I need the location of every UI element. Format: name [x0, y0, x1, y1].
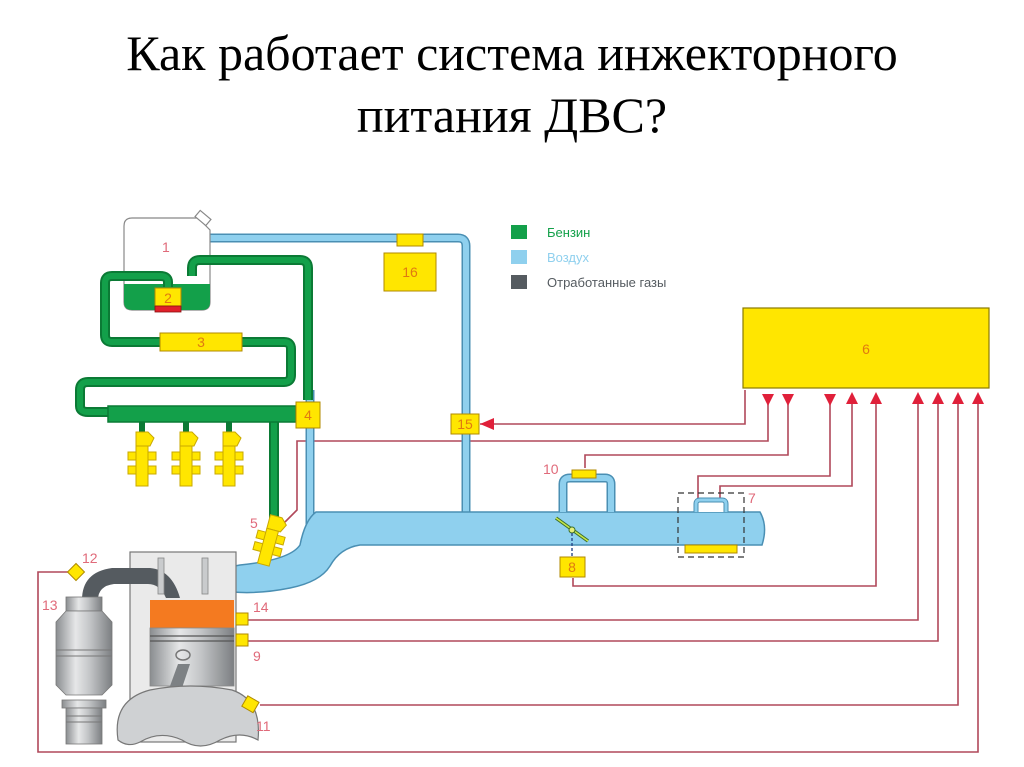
- throttle-valve: [554, 516, 590, 556]
- title-line-1: Как работает система инжекторного: [126, 25, 898, 81]
- fuel-filter: 3: [159, 332, 243, 352]
- sensor-11: [241, 695, 260, 714]
- wire-9-to-ecu: [248, 395, 939, 642]
- pressure-regulator: 4: [295, 401, 321, 429]
- wire-12-to-ecu: [37, 395, 979, 753]
- sensor-14: [235, 612, 249, 626]
- exhaust-manifold: [82, 568, 180, 600]
- legend: Бензин Воздух Отработанные газы: [511, 225, 666, 290]
- legend-item-fuel: Бензин: [511, 225, 590, 240]
- wire-ecu-to-5: [284, 395, 769, 523]
- arrow-in-4: [932, 392, 944, 404]
- wire-14-to-ecu: [248, 395, 919, 621]
- fuel-pump: 2: [154, 287, 182, 313]
- number-labels: 1 5 7 9 10 11 12 13 14: [42, 239, 756, 734]
- signal-wiring: [37, 390, 979, 753]
- wire-ecu-to-15: [480, 390, 746, 425]
- sensor-9: [235, 633, 249, 647]
- wire-ecu-to-7a: [697, 395, 831, 500]
- legend-swatch-exhaust: [511, 275, 527, 289]
- arrow-in-2: [870, 392, 882, 404]
- label-10: 10: [543, 461, 559, 477]
- label-6: 6: [862, 341, 870, 357]
- slide-title: Как работает система инжекторного питани…: [0, 22, 1024, 146]
- piston-body: [149, 627, 235, 687]
- legend-item-air: Воздух: [511, 250, 590, 265]
- label-4: 4: [304, 407, 312, 423]
- air-flow-meter: [677, 492, 745, 558]
- arrow-out-3: [824, 394, 836, 406]
- label-3: 3: [197, 334, 205, 350]
- cold-start-injector: [252, 514, 287, 567]
- component-15: 15: [450, 413, 480, 435]
- title-line-2: питания ДВС?: [356, 87, 668, 143]
- wire-7b-to-ecu: [719, 395, 853, 500]
- legend-swatch-air: [511, 250, 527, 264]
- label-5: 5: [250, 515, 258, 531]
- wire-ecu-to-10: [584, 395, 789, 468]
- idle-bypass: [558, 473, 616, 512]
- legend-swatch-fuel: [511, 225, 527, 239]
- legend-label-fuel: Бензин: [547, 225, 590, 240]
- catalytic-converter: [55, 596, 113, 745]
- label-9: 9: [253, 648, 261, 664]
- label-7: 7: [748, 490, 756, 506]
- fuel-rail: [107, 405, 297, 423]
- component-16: 16: [383, 233, 437, 292]
- legend-item-exhaust: Отработанные газы: [511, 275, 666, 290]
- ecu-arrows: [480, 392, 984, 430]
- ecu-block: 6: [742, 307, 990, 389]
- arrow-in-3: [912, 392, 924, 404]
- label-14: 14: [253, 599, 269, 615]
- injector-2: [171, 431, 201, 487]
- wire-8-to-ecu: [572, 395, 877, 587]
- lambda-sensor-12: [66, 562, 86, 582]
- piston-head: [150, 600, 234, 628]
- arrow-to-15: [480, 418, 494, 430]
- crankcase: [116, 685, 260, 747]
- arrow-out-1: [762, 394, 774, 406]
- fuel-line-filter-to-rail: [75, 337, 296, 417]
- legend-label-air: Воздух: [547, 250, 590, 265]
- components: 2 3 4 16 15 6: [66, 233, 990, 714]
- label-1: 1: [162, 239, 170, 255]
- legend-label-exhaust: Отработанные газы: [547, 275, 666, 290]
- engine: [82, 551, 260, 747]
- label-2: 2: [164, 290, 172, 306]
- injector-1: [127, 431, 157, 487]
- arrow-in-5: [952, 392, 964, 404]
- wire-11-to-ecu: [260, 395, 959, 706]
- arrow-out-2: [782, 394, 794, 406]
- label-12: 12: [82, 550, 98, 566]
- idle-air-valve: [571, 469, 597, 479]
- label-11: 11: [256, 718, 271, 734]
- arrow-in-6: [972, 392, 984, 404]
- label-8: 8: [568, 559, 576, 575]
- intake-manifold: [198, 511, 766, 594]
- injectors: [127, 431, 244, 487]
- label-15: 15: [457, 416, 473, 432]
- arrow-in-1: [846, 392, 858, 404]
- throttle-position-sensor: 8: [559, 556, 586, 578]
- injector-3: [214, 431, 244, 487]
- label-13: 13: [42, 597, 58, 613]
- label-16: 16: [402, 264, 418, 280]
